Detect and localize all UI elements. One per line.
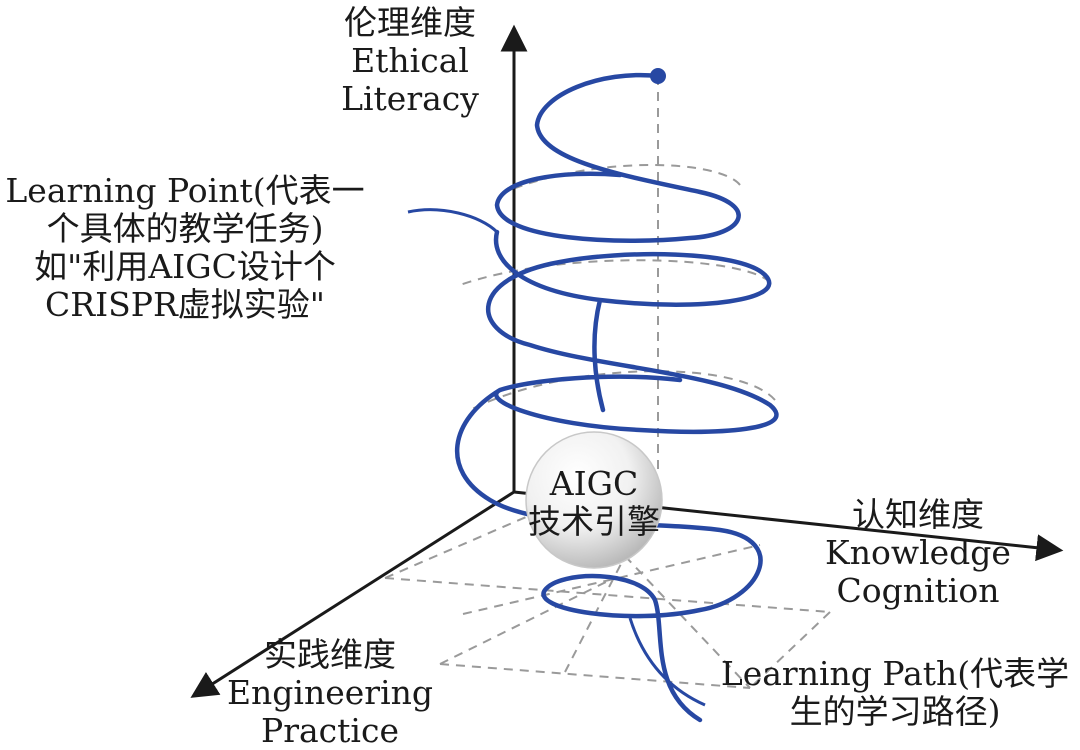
learning-point-callout <box>407 208 499 234</box>
learning-path-label: Learning Path(代表学 生的学习路径) <box>715 655 1075 731</box>
learning-point-line2: 个具体的教学任务) <box>46 209 324 248</box>
learning-point-line1: Learning Point(代表一 <box>5 171 365 210</box>
learning-path-line2: 生的学习路径) <box>789 692 1001 731</box>
ethical-dimension-label: 伦理维度 Ethical Literacy <box>310 4 510 118</box>
aigc-sphere <box>525 431 663 569</box>
learning-point-dot <box>650 68 666 84</box>
axis-practice <box>190 490 515 698</box>
knowledge-en1: Knowledge <box>825 533 1011 572</box>
ethical-en2: Literacy <box>341 79 479 118</box>
practice-en2: Practice <box>261 711 399 750</box>
knowledge-dimension-label: 认知维度 Knowledge Cognition <box>818 496 1018 610</box>
learning-helix <box>454 72 779 723</box>
ethical-zh: 伦理维度 <box>344 3 476 42</box>
aigc-line1: AIGC <box>549 464 639 503</box>
practice-en1: Engineering <box>226 673 434 712</box>
practice-dimension-label: 实践维度 Engineering Practice <box>220 636 440 750</box>
aigc-engine-label: AIGC 技术引擎 <box>514 465 674 541</box>
learning-point-label: Learning Point(代表一 个具体的教学任务) 如"利用AIGC设计个… <box>0 172 370 324</box>
ethical-en1: Ethical <box>351 41 469 80</box>
learning-point-line4: CRISPR虚拟实验" <box>45 285 325 324</box>
practice-zh: 实践维度 <box>264 635 396 674</box>
knowledge-zh: 认知维度 <box>852 495 984 534</box>
aigc-line2: 技术引擎 <box>528 502 660 541</box>
learning-path-callout <box>628 617 706 707</box>
knowledge-en2: Cognition <box>836 571 1000 610</box>
learning-path-line1: Learning Path(代表学 <box>720 654 1070 693</box>
learning-point-line3: 如"利用AIGC设计个 <box>34 247 336 286</box>
